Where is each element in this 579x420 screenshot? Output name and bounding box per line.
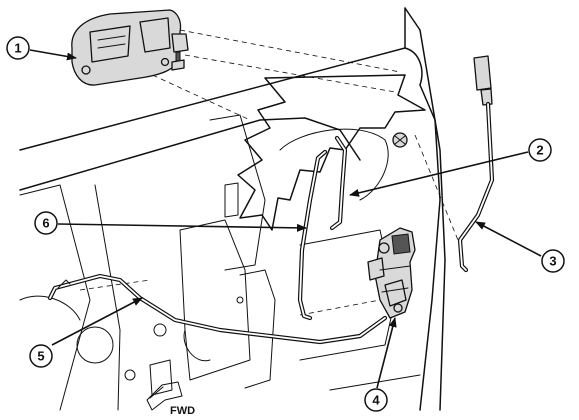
inside-lock-rod <box>47 273 388 345</box>
watershield-cutaway <box>237 74 426 231</box>
exterior-door-handle <box>71 9 189 86</box>
fwd-label: FWD <box>170 405 195 417</box>
callout-2: 2 <box>528 138 552 162</box>
projection-lines <box>79 29 461 316</box>
callout-6-label: 6 <box>42 216 49 231</box>
callout-4: 4 <box>364 388 388 412</box>
callout-2-label: 2 <box>536 143 543 158</box>
callout-5: 5 <box>29 344 53 368</box>
callout-3-label: 3 <box>549 254 556 269</box>
callout-1: 1 <box>6 36 30 60</box>
door-inner-panel <box>19 7 446 411</box>
latch-mounting-screw <box>392 132 408 148</box>
callout-4-label: 4 <box>372 393 380 408</box>
callout-5-label: 5 <box>37 349 44 364</box>
callout-1-label: 1 <box>14 41 21 56</box>
inside-handle-rod <box>329 135 348 231</box>
callout-3: 3 <box>541 249 565 273</box>
forward-direction-indicator: FWD <box>146 381 195 417</box>
callout-leaders <box>29 49 542 389</box>
lock-cylinder-rod <box>457 55 495 273</box>
callout-6: 6 <box>34 211 58 235</box>
outside-handle-rod <box>297 149 328 321</box>
door-latch <box>367 227 416 319</box>
